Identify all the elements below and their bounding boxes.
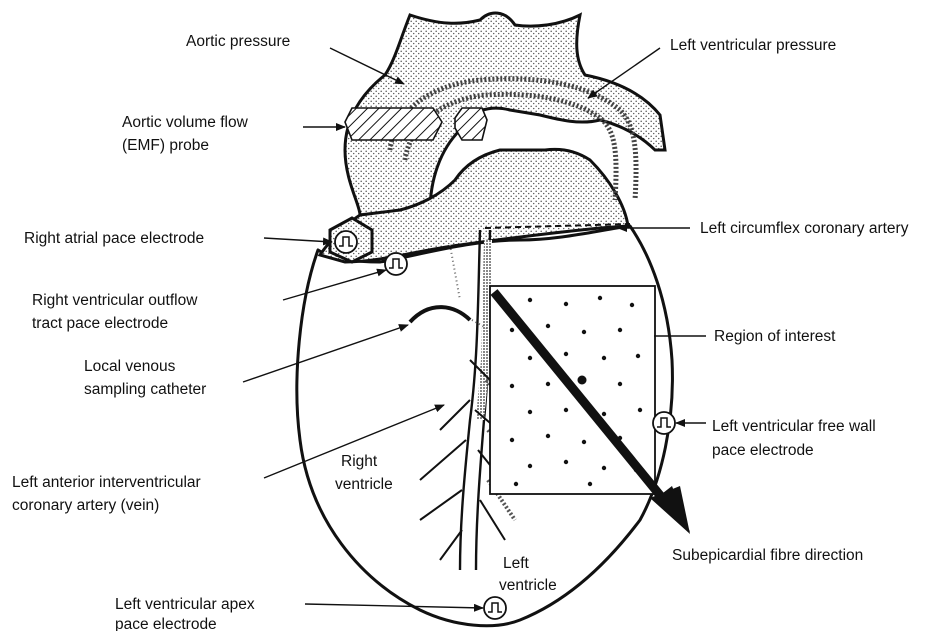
label-right-ventricle-1: Right [341,453,378,470]
label-laiv-2: coronary artery (vein) [12,497,159,514]
label-venous-2: sampling catheter [84,381,206,398]
label-ra-pace: Right atrial pace electrode [24,230,204,247]
label-circumflex: Left circumflex coronary artery [700,220,909,237]
label-aortic-flow-1: Aortic volume flow [122,114,249,131]
label-aortic-flow-2: (EMF) probe [122,137,209,154]
label-lv-pressure: Left ventricular pressure [670,37,836,54]
label-lv-free-1: Left ventricular free wall [712,418,876,435]
label-apex-1: Left ventricular apex [115,596,255,613]
label-aortic-pressure: Aortic pressure [186,33,290,50]
ra-electrode-icon [335,231,357,253]
label-rvot-2: tract pace electrode [32,315,168,332]
label-fibre: Subepicardial fibre direction [672,547,863,564]
flow-probe-right [455,108,487,140]
label-apex-2: pace electrode [115,616,217,631]
label-right-ventricle-2: ventricle [335,476,393,493]
label-lv-free-2: pace electrode [712,442,814,459]
label-region: Region of interest [714,328,836,345]
rvot-electrode-icon [385,253,407,275]
flow-probe-left [345,108,442,140]
venous-catheter [410,307,470,322]
label-laiv-1: Left anterior interventricular [12,474,201,491]
label-venous-1: Local venous [84,358,176,375]
label-left-ventricle-1: Left [503,555,530,572]
label-left-ventricle-2: ventricle [499,577,557,594]
lv-free-wall-electrode-icon [653,412,675,434]
apex-electrode-icon [484,597,506,619]
label-rvot-1: Right ventricular outflow [32,292,198,309]
